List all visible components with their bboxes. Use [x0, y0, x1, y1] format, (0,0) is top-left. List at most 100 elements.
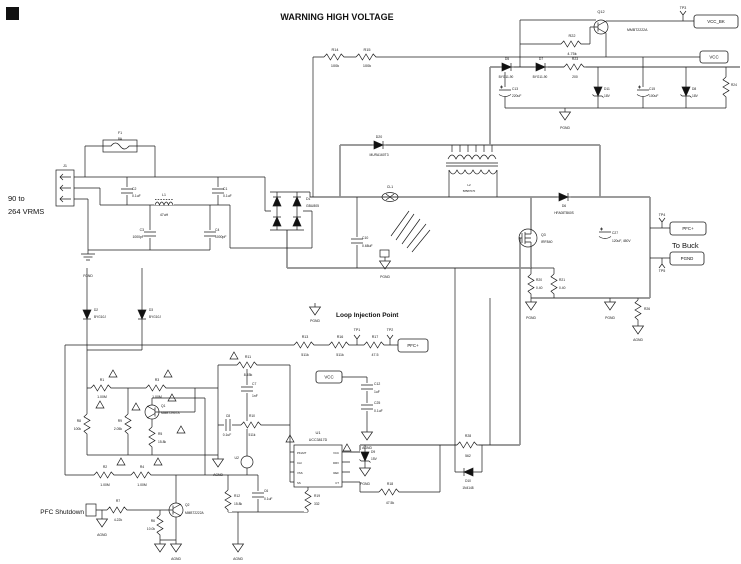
net-pfc-loop-text: PFC+ [407, 343, 419, 348]
resistor-r19 [303, 489, 313, 513]
net-vcc-bk-text: VCC_BK [707, 19, 725, 24]
resistor-r18 [378, 487, 402, 497]
pin-u1-2: CAI [297, 461, 302, 465]
val-q3: IRF840 [541, 240, 553, 244]
diode-d5 [499, 61, 515, 73]
resistor-r11 [236, 360, 260, 370]
shunt-ref-u2 [240, 455, 254, 469]
bridge-diode-2 [291, 193, 303, 209]
val-r21: 0.40 [559, 286, 566, 290]
ref-r7: R7 [116, 499, 120, 503]
note-triangle-icon [342, 443, 352, 452]
ref-u1: U1 [315, 430, 321, 435]
val-r19: 332 [314, 502, 320, 506]
resistor-r8 [82, 413, 92, 437]
pin-u1-8: CT [335, 481, 339, 485]
ref-d8: D8 [692, 87, 696, 91]
ground-arrow [211, 455, 225, 468]
val-d8: 18V [692, 94, 699, 98]
val-c2: 0.1uF [132, 194, 141, 198]
ground-earth [81, 250, 95, 261]
ref-r14: R14 [332, 48, 339, 52]
net-pfc-out-text: PFC+ [682, 226, 694, 231]
val-d9: 15V [371, 457, 378, 461]
val-d20: MURA160T3 [369, 153, 388, 157]
ref-c10: C10 [362, 236, 368, 240]
ref-r11: R11 [245, 355, 251, 359]
val-r6: 10.0k [147, 527, 155, 531]
ref-c13: C13 [512, 87, 518, 91]
ref-d9: D9 [371, 450, 375, 454]
to-buck-label: To Buck [672, 241, 699, 250]
val-r20: 0.40 [536, 286, 543, 290]
capacitor-c27 [598, 227, 612, 240]
capacitor-c13 [498, 85, 512, 98]
val-r13: 511k [301, 353, 309, 357]
ground-label-agnd: AGND [213, 473, 223, 477]
val-q2: MMBT2222A [185, 511, 204, 515]
ref-d11: D11 [604, 87, 610, 91]
ref-c2: C2 [132, 187, 136, 191]
note-triangle-icon [116, 457, 126, 466]
input-rating-line1: 90 to [8, 194, 25, 203]
ref-r1: R1 [100, 378, 105, 382]
testpoint-tp1-label: TP1 [354, 328, 361, 332]
ref-d20: D20 [376, 135, 382, 139]
testpoint-tp3 [679, 10, 687, 21]
ref-r5: R5 [158, 432, 162, 436]
ref-r18: R18 [387, 482, 393, 486]
ground-arrow [378, 257, 392, 270]
ref-c12: C12 [374, 382, 380, 386]
val-r7: 4.22k [114, 518, 123, 522]
ref-r23: R23 [572, 57, 578, 61]
pin-u1-5: VCC [333, 451, 339, 455]
val-c6: 0.1uF [264, 497, 272, 501]
note-triangle-icon [131, 402, 141, 411]
capacitor-c3 [143, 229, 157, 239]
ground-arrow [95, 515, 109, 528]
bridge-diode-4 [291, 213, 303, 229]
val-c13: 220uF [512, 94, 521, 98]
ref-r17: R17 [372, 335, 379, 339]
resistor-r15 [355, 52, 379, 62]
val-r23: 200 [572, 75, 578, 79]
note-triangle-icon [176, 425, 186, 434]
inductor-l1 [153, 198, 175, 206]
ground-label-pgnd: PGND [380, 275, 390, 279]
val-d10: 1N4148 [462, 486, 473, 490]
capacitor-c15 [636, 85, 650, 98]
ref-c15: C15 [649, 87, 655, 91]
ref-c27: C27 [612, 231, 618, 235]
bridge-diode-3 [271, 213, 283, 229]
zener-d8 [680, 84, 692, 100]
resistor-r10 [240, 420, 264, 430]
pin-u1-4: SS [297, 481, 301, 485]
val-r17: 47.5 [372, 353, 379, 357]
transistor-q1 [144, 404, 160, 420]
resistor-r1 [90, 383, 114, 393]
note-triangle-icon [229, 351, 239, 360]
note-triangle-icon [285, 434, 295, 443]
ref-r20: R20 [536, 278, 542, 282]
ref-r3: R3 [155, 378, 160, 382]
resistor-r2 [93, 470, 117, 480]
val-r16: 511k [336, 353, 344, 357]
val-q1: MMBT2907A [161, 411, 180, 415]
val-q12: MMBT2222A [627, 28, 648, 32]
val-c25: 0.1uF [374, 409, 383, 413]
val-d3: BYG10J [149, 315, 161, 319]
net-vcc-top-text: VCC [709, 55, 718, 60]
ref-q2: Q2 [185, 503, 190, 507]
val-r9: 2.05k [114, 427, 122, 431]
note-triangle-icon [163, 369, 173, 378]
note-triangle-icon [108, 369, 118, 378]
gate-drive-fan [379, 210, 431, 258]
resistor-r5 [147, 426, 157, 450]
bridge-diode-1 [271, 193, 283, 209]
resistor-r16 [328, 340, 352, 350]
ref-d6: D6 [562, 204, 566, 208]
pin-u1-7: REF [333, 471, 339, 475]
